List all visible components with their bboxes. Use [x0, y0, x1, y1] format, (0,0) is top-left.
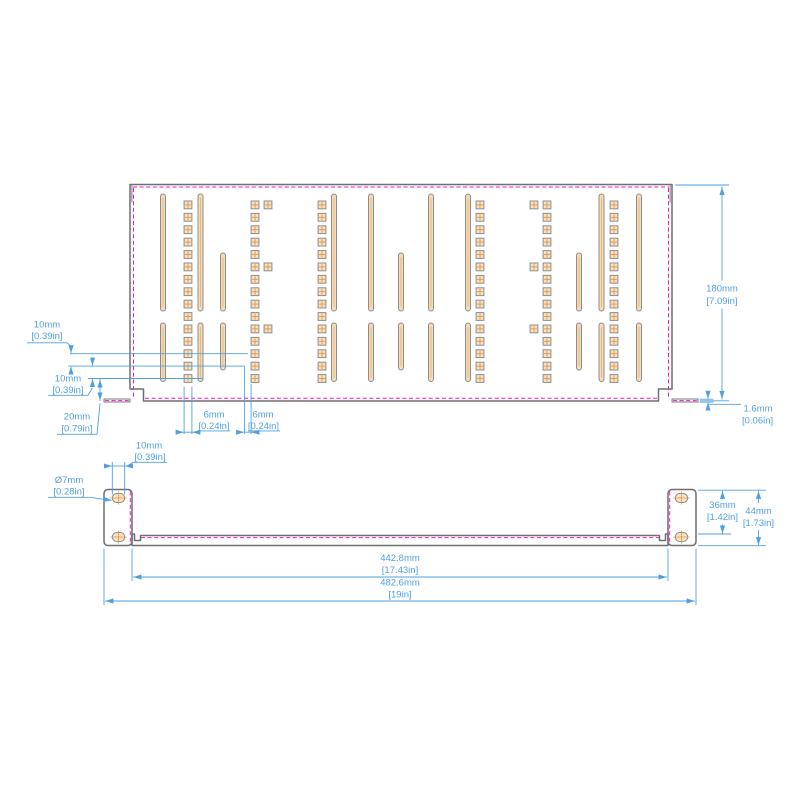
mounting-slot-bottom-right: [673, 530, 690, 544]
bend-lines-front-view: [129, 491, 671, 544]
dimension-row-pitch-upper-10mm: 10mm [0.39in]: [27, 320, 248, 375]
row-pitch-lower-mm-label: 10mm: [55, 374, 81, 385]
bend-lines-top-view: [105, 186, 697, 402]
ear-hole-diameter-in-label: [0.28in]: [53, 487, 84, 498]
left-flange-edge: [103, 398, 131, 403]
ear-hole-diameter-mm-label: Ø7mm: [55, 475, 84, 486]
height-in-label: [7.09in]: [706, 296, 737, 307]
panel-height-in-label: [1.73in]: [743, 518, 774, 529]
square-hole-b-in-label: [0.24in]: [248, 421, 279, 432]
left-mounting-ear: [103, 488, 133, 547]
shelf-drop-mm-label: 36mm: [709, 500, 735, 511]
top-view-flat-pattern: [103, 183, 699, 403]
dimension-annotations: 180mm [7.09in] 1.6mm [0.06in] 10mm [0.39…: [27, 184, 774, 605]
dimension-square-hole-a-6mm: 6mm [0.24in]: [175, 386, 230, 435]
dimension-thickness-1.6mm: 1.6mm [0.06in]: [699, 390, 773, 427]
row-pitch-upper-mm-label: 10mm: [34, 320, 60, 331]
square-hole-b-mm-label: 6mm: [252, 410, 273, 421]
bottom-margin-in-label: [0.79in]: [61, 423, 92, 434]
right-flange-edge: [671, 398, 699, 403]
ear-slot-mm-label: 10mm: [136, 441, 162, 452]
dimension-row-pitch-lower-10mm: 10mm [0.39in]: [48, 357, 203, 396]
thickness-in-label: [0.06in]: [742, 416, 773, 427]
dimension-bottom-margin-20mm: 20mm [0.79in]: [57, 379, 103, 435]
dimension-height-180mm: 180mm [7.09in]: [675, 184, 738, 402]
right-mounting-ear: [667, 488, 697, 547]
opening-width-mm-label: 442.8mm: [380, 553, 420, 564]
square-hole-a-in-label: [0.24in]: [198, 421, 229, 432]
ear-slot-in-label: [0.39in]: [134, 452, 165, 463]
height-mm-label: 180mm: [706, 284, 738, 295]
dimension-panel-height-44mm: 44mm [1.73in]: [698, 490, 774, 547]
panel-height-mm-label: 44mm: [745, 506, 771, 517]
overall-width-in-label: [19in]: [388, 590, 411, 601]
panel-outline: [129, 183, 673, 402]
opening-width-in-label: [17.43in]: [382, 565, 418, 576]
mounting-slot-top-left: [110, 491, 127, 505]
mounting-slot-top-right: [673, 491, 690, 505]
overall-width-mm-label: 482.6mm: [380, 578, 420, 589]
front-view: [103, 488, 697, 547]
dimension-overall-width-482.6mm: 482.6mm [19in]: [103, 548, 697, 605]
dimension-ear-hole-diameter-7mm: Ø7mm [0.28in]: [48, 475, 112, 502]
front-bar: [131, 533, 669, 547]
square-hole-a-mm-label: 6mm: [203, 410, 224, 421]
row-pitch-upper-in-label: [0.39in]: [31, 331, 62, 342]
shelf-drop-in-label: [1.42in]: [707, 512, 738, 523]
dimension-opening-width-442.8mm: 442.8mm [17.43in]: [131, 548, 669, 581]
bottom-margin-mm-label: 20mm: [64, 412, 90, 423]
dimension-square-hole-b-6mm: 6mm [0.24in]: [236, 366, 280, 435]
row-pitch-lower-in-label: [0.39in]: [52, 385, 83, 396]
dimension-shelf-drop-36mm: 36mm [1.42in]: [698, 489, 766, 535]
thickness-mm-label: 1.6mm: [744, 404, 773, 415]
mounting-slot-bottom-left: [110, 530, 127, 544]
dimension-ear-slot-10mm: 10mm [0.39in]: [103, 441, 167, 495]
